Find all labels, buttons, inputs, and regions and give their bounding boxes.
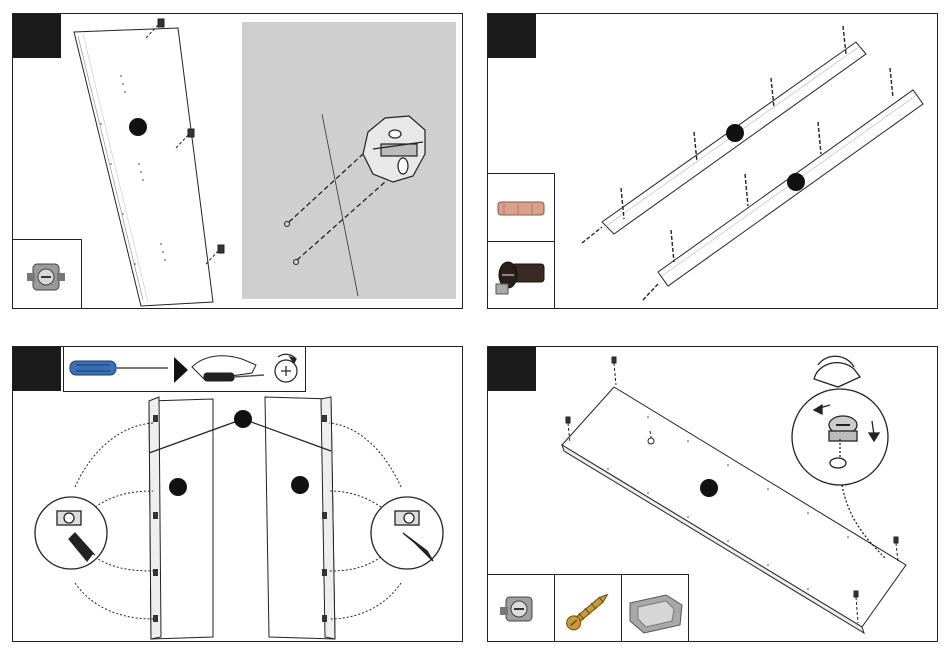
step-4-foot-inset	[621, 574, 689, 642]
step-2-marker-upper	[726, 124, 744, 142]
left-zoom-detail	[35, 497, 107, 569]
step-4-screw-inset	[554, 574, 622, 642]
step-3-drawing	[13, 347, 463, 642]
side-panel	[74, 28, 213, 306]
cam-lock-icon	[488, 575, 556, 642]
connector-bolt-icon	[488, 242, 556, 309]
step-2-panel	[487, 13, 938, 309]
step-1-panel	[12, 13, 463, 309]
step-4-marker	[700, 479, 718, 497]
cam-bolt-icon	[13, 240, 83, 309]
step-1-marker	[129, 118, 147, 136]
step-3-panel	[12, 346, 463, 642]
wood-dowel-icon	[488, 174, 556, 243]
step-2-marker-lower	[787, 173, 805, 191]
step-3-marker-left	[169, 478, 187, 496]
step-2-dowel-inset	[487, 173, 555, 242]
step-4-cam-inset	[487, 574, 555, 642]
step-3-marker-right	[291, 476, 309, 494]
mounting-plate-detail	[242, 22, 456, 299]
wood-screw-icon	[555, 575, 623, 642]
step-3-marker-top	[234, 410, 252, 428]
connector-arrows	[75, 423, 401, 619]
step-2-bolt-inset	[487, 241, 555, 309]
right-zoom-detail	[371, 497, 443, 569]
step-1-part-inset	[12, 239, 82, 309]
step-4-panel	[487, 346, 938, 642]
plastic-foot-icon	[622, 575, 690, 642]
